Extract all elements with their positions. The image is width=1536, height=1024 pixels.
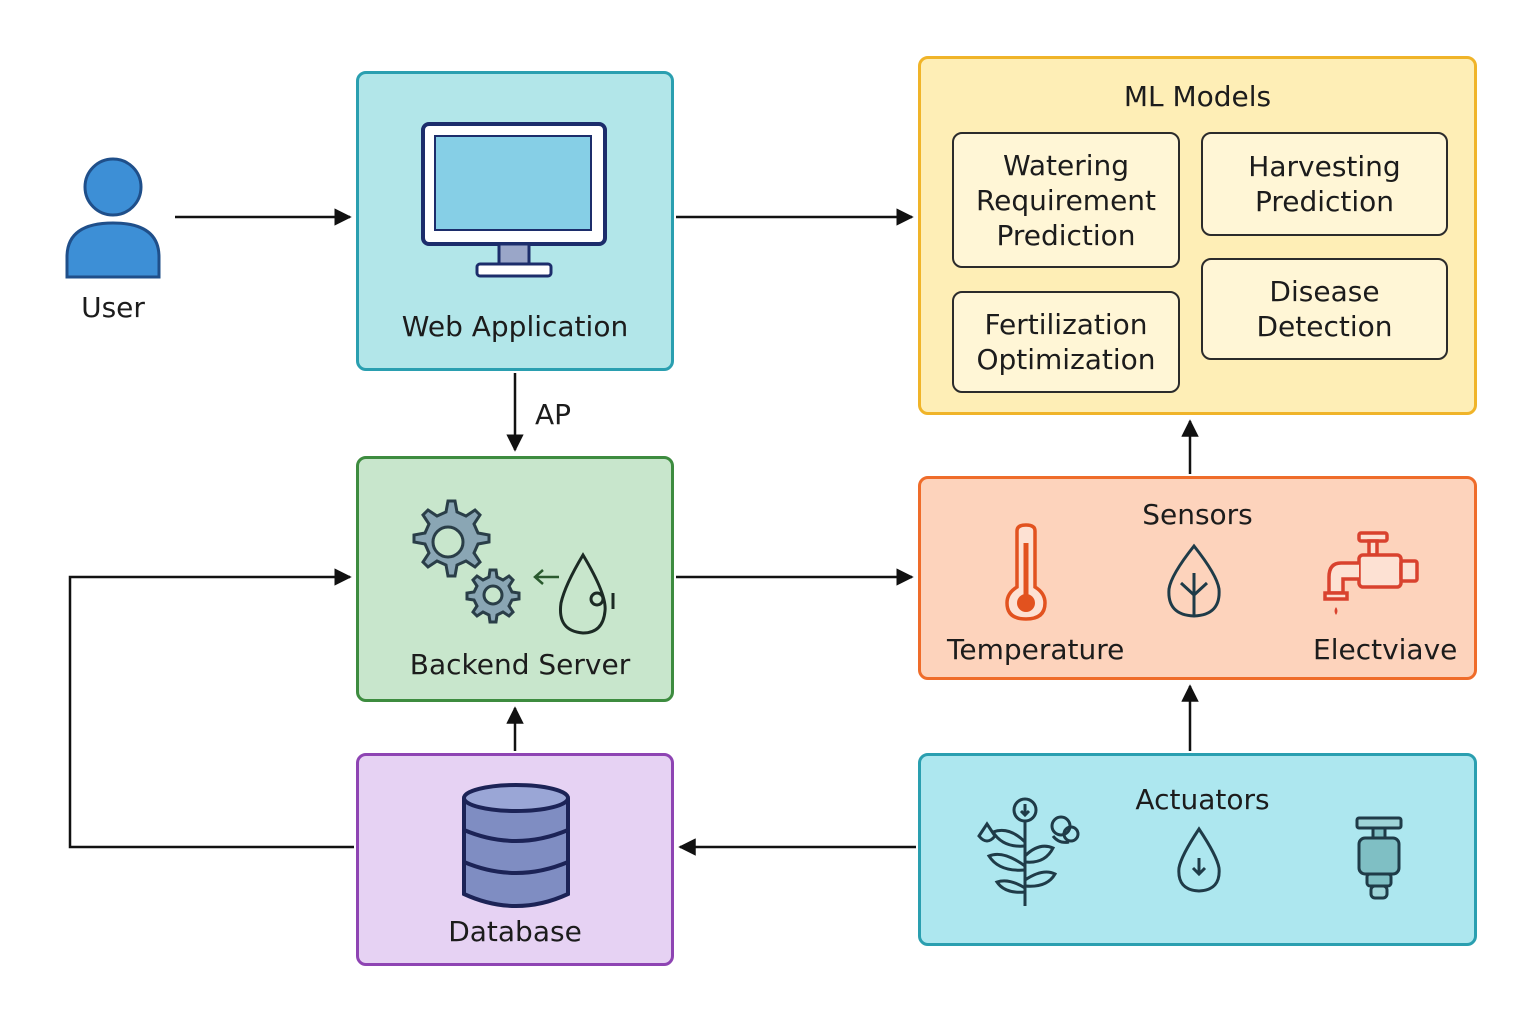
thermometer-icon [1005,523,1047,621]
small-gear-icon [465,568,521,624]
sprinkler-icon [1355,816,1403,900]
model-harvesting-prediction: Harvesting Prediction [1201,132,1448,236]
leaf-drop-icon [1167,543,1221,618]
api-label: AP [535,398,572,431]
actuators-title: Actuators [1135,783,1270,816]
water-drop-icon [558,552,615,635]
temperature-label: Temperature [947,633,1125,666]
ml-models-box: ML Models Watering Requirement Predictio… [918,56,1477,415]
arrow-database-loop-to-backend [68,568,354,849]
actuators-box: Actuators [918,753,1477,946]
web-application-box: Web Application [356,71,674,371]
user-icon [65,157,161,279]
arrow-left-small-icon [533,569,559,585]
model-disease-label: Disease Detection [1256,275,1393,343]
actuator-water-drop-icon [1177,826,1221,893]
faucet-icon [1323,531,1419,615]
backend-server-box: Backend Server [356,456,674,702]
model-harvesting-label: Harvesting Prediction [1248,150,1401,218]
plant-icon [977,797,1080,906]
model-watering-label: Watering Requirement Prediction [975,148,1157,252]
ml-models-title: ML Models [1123,80,1272,113]
model-disease-detection: Disease Detection [1201,258,1448,360]
valve-label: Electviave [1313,633,1458,666]
sensors-title: Sensors [1142,498,1253,531]
model-watering-requirement: Watering Requirement Prediction [952,132,1180,268]
user-label: User [81,291,145,324]
gear-icon [412,499,491,578]
database-icon [462,783,570,908]
monitor-icon [421,122,607,278]
database-label: Database [448,915,582,948]
backend-server-label: Backend Server [409,648,631,681]
database-box: Database [356,753,674,966]
sensors-box: Sensors Temperature Electviave [918,476,1477,680]
model-fertilization-optimization: Fertilization Optimization [952,291,1180,393]
web-application-label: Web Application [401,310,629,343]
model-fertilization-label: Fertilization Optimization [976,308,1156,376]
